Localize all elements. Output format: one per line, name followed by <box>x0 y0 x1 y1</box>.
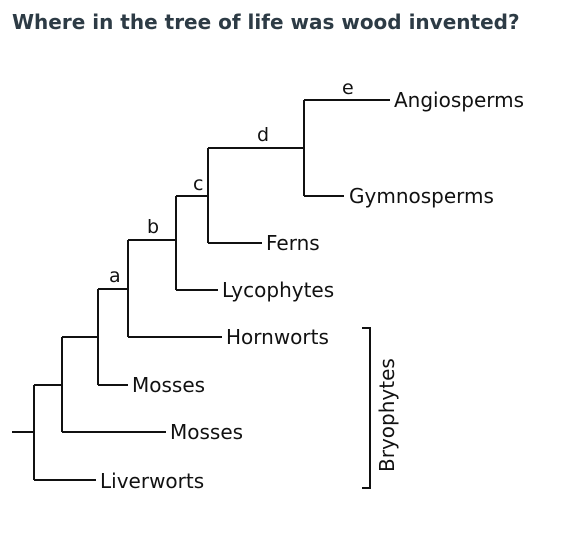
taxon-angiosperms: Angiosperms <box>394 88 524 112</box>
taxon-mosses-2: Mosses <box>170 420 243 444</box>
tree-branches <box>12 99 390 481</box>
question-title: Where in the tree of life was wood inven… <box>12 10 520 34</box>
node-label-d[interactable]: d <box>257 124 269 146</box>
bryophytes-group: Bryophytes <box>362 327 399 489</box>
taxon-gymnosperms: Gymnosperms <box>349 184 494 208</box>
bryophytes-bracket <box>362 327 371 489</box>
node-label-c[interactable]: c <box>193 173 203 195</box>
taxon-labels: Angiosperms Gymnosperms Ferns Lycophytes… <box>100 88 524 493</box>
bryophytes-label: Bryophytes <box>375 358 399 472</box>
node-label-a[interactable]: a <box>109 265 121 287</box>
node-labels: a b c d e <box>109 77 354 287</box>
taxon-liverworts: Liverworts <box>100 469 204 493</box>
taxon-hornworts: Hornworts <box>226 325 329 349</box>
node-label-b[interactable]: b <box>147 216 159 238</box>
taxon-ferns: Ferns <box>266 231 320 255</box>
taxon-mosses-1: Mosses <box>132 373 205 397</box>
taxon-lycophytes: Lycophytes <box>222 278 334 302</box>
node-label-e[interactable]: e <box>342 77 354 99</box>
